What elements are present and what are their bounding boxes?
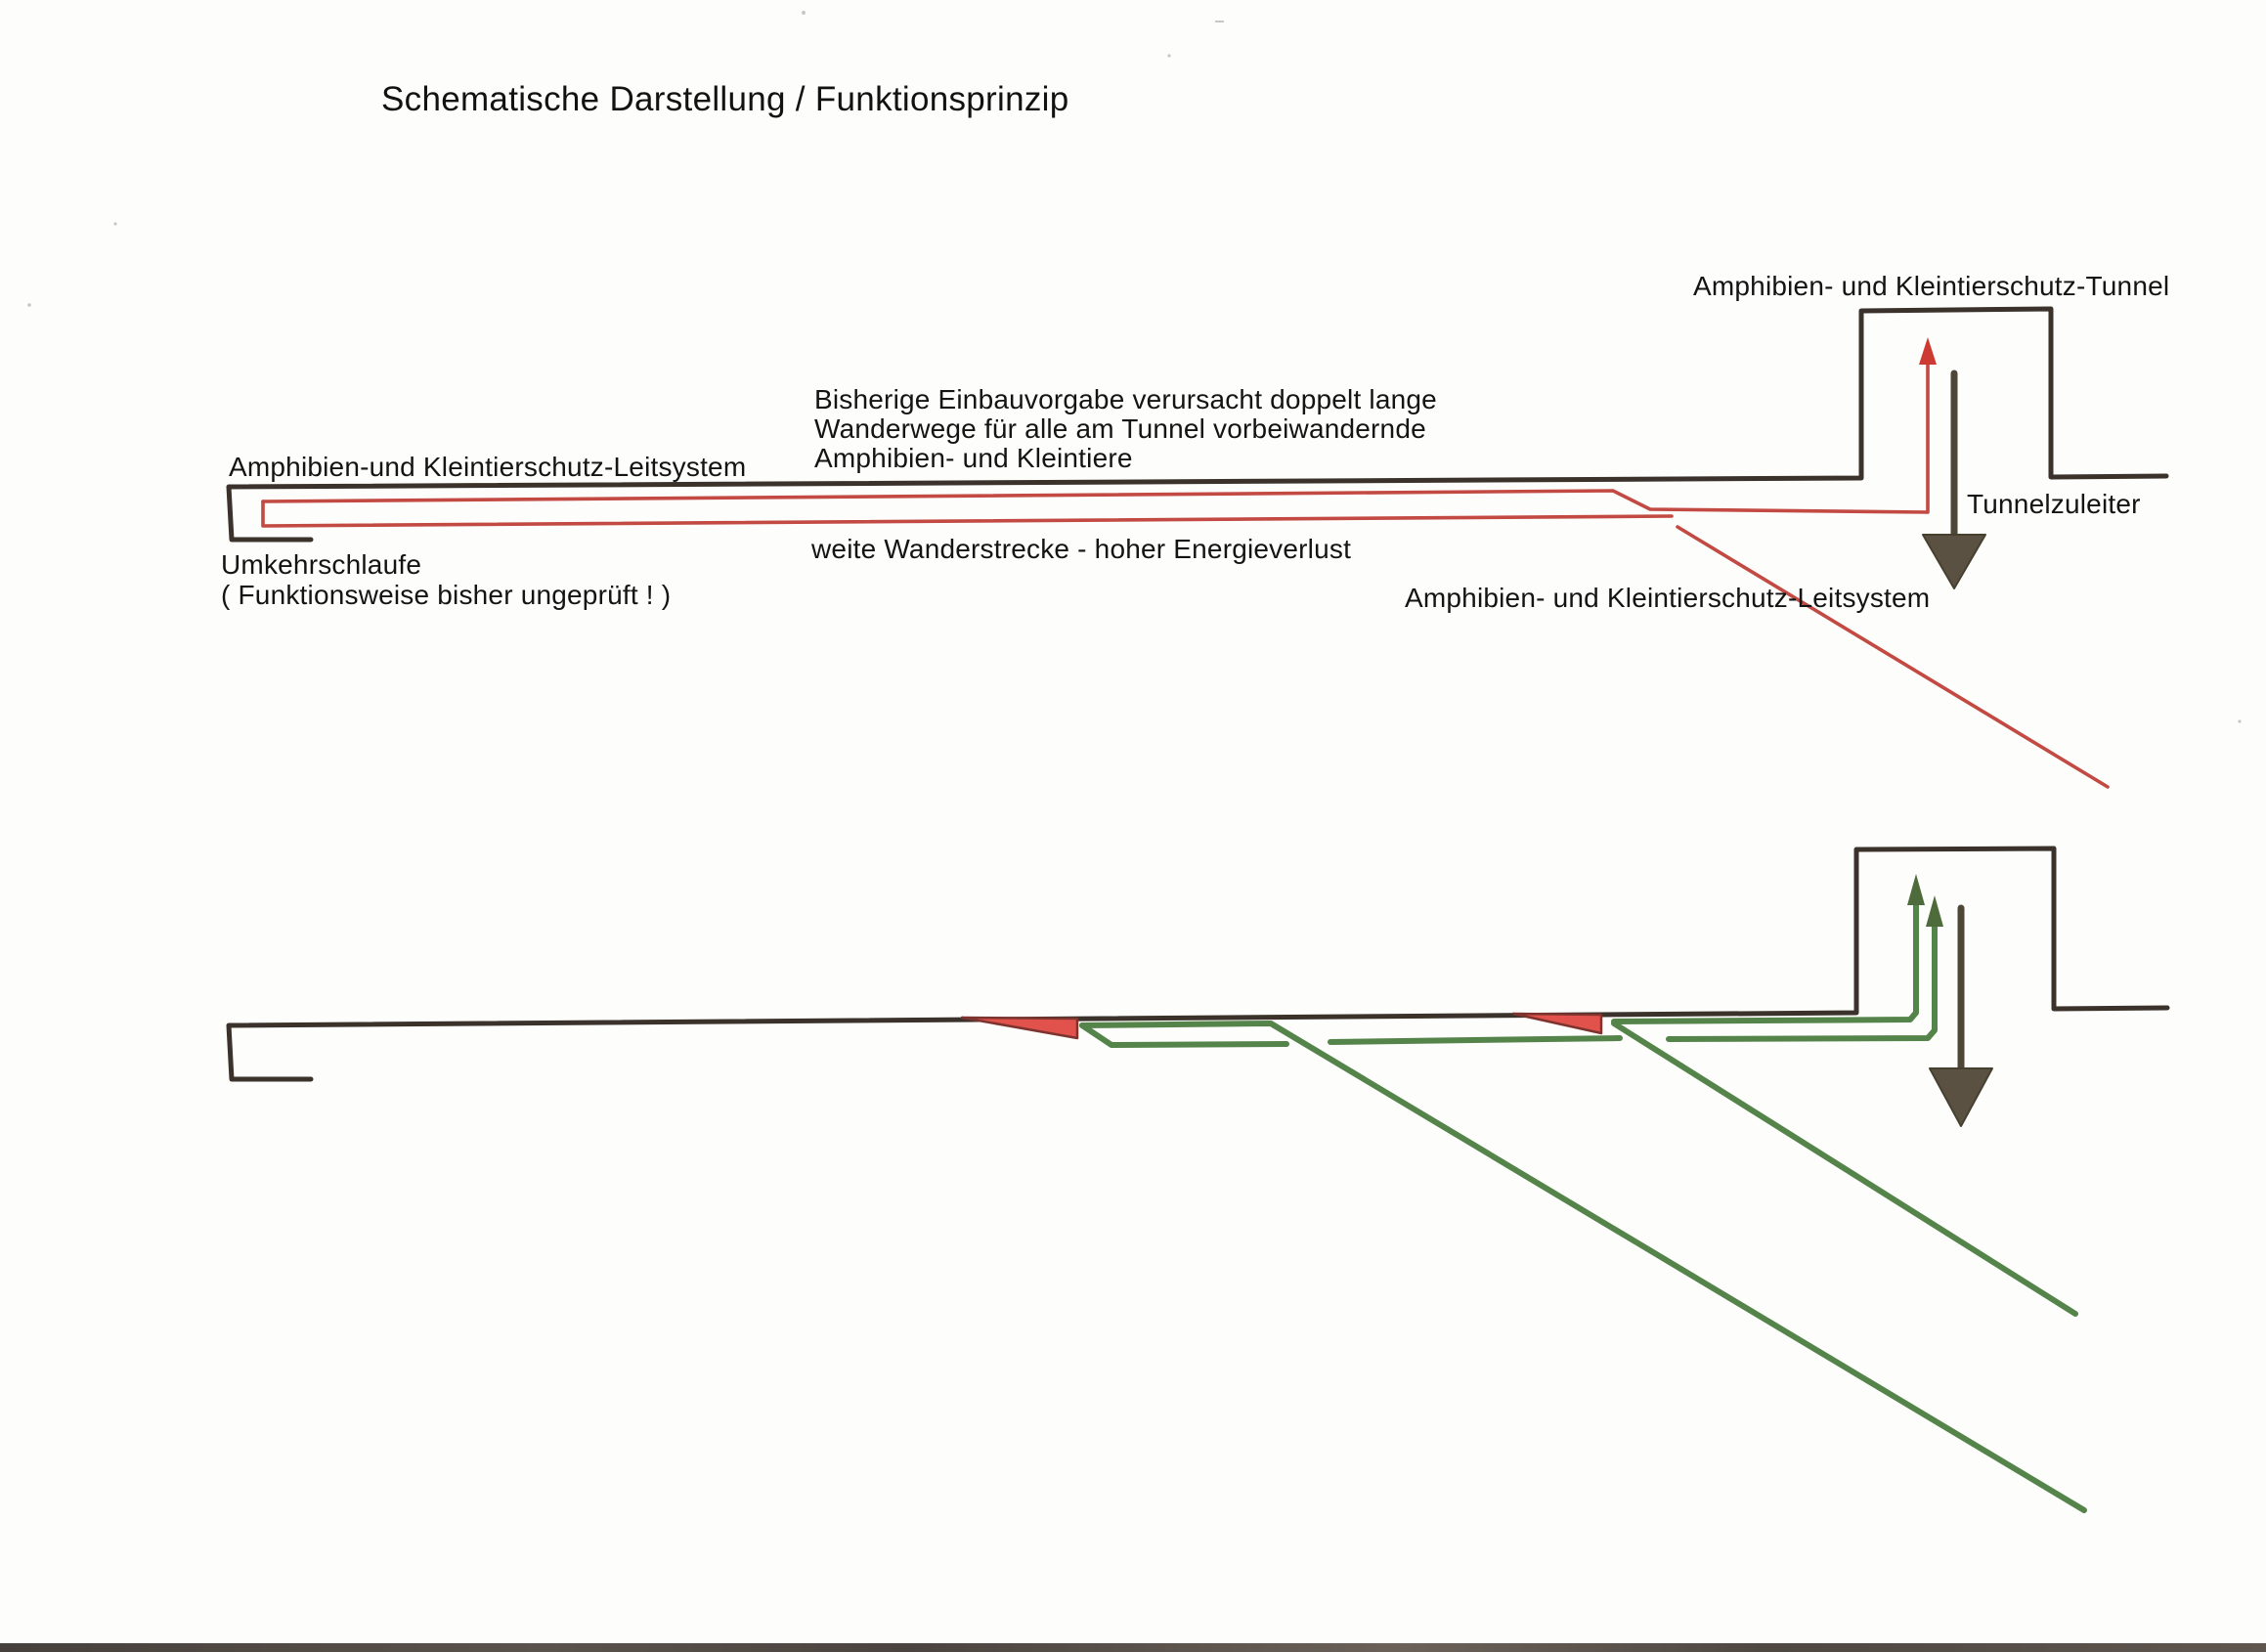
tunnelzuleiter-label: Tunnelzuleiter [1967,489,2141,519]
scan-speck [1215,21,1224,22]
red-up-arrow-icon [1919,337,1937,365]
green-guide-segment-1 [1079,1021,2087,1513]
green-guide-diagonal [1611,1021,2078,1317]
scan-speck [27,303,31,307]
page-title: Schematische Darstellung / Funktionsprin… [381,80,1069,118]
einbauvorgabe-note: Bisherige Einbauvorgabe verursacht doppe… [814,384,1437,473]
scanner-edge-bar [0,1643,2266,1652]
red-wedge-left [960,1016,1079,1040]
green-guide-segment-4 [1611,900,1919,1024]
scan-speck [802,11,806,15]
scan-speck [113,222,117,226]
bottom-wall-line [226,846,2170,1082]
green-guide-segment-5 [1666,922,1938,1042]
bottom-tunnelzuleiter-arrow-icon [1929,904,1993,1127]
green-guide-segment-2 [1079,1022,1289,1048]
tunnel-label: Amphibien- und Kleintierschutz-Tunnel [1693,271,2170,301]
leitsystem-label-right: Amphibien- und Kleintierschutz-Leitsyste… [1405,583,1931,613]
top-wall-line [226,306,2169,543]
wanderstrecke-note: weite Wanderstrecke - hoher Energieverlu… [811,534,1352,564]
bottom-diagram [226,846,2170,1513]
top-red-diagonal-line [1676,525,2110,789]
red-wedge-right [1511,1012,1603,1035]
scan-speck [2238,719,2242,723]
umkehrschlaufe-label: Umkehrschlaufe ( Funktionsweise bisher u… [221,549,672,610]
leitsystem-label-left: Amphibien-und Kleintierschutz-Leitsystem [229,452,747,482]
top-diagram [226,306,2169,789]
top-tunnelzuleiter-arrow-icon [1922,370,1986,589]
green-up-arrow-2-icon [1926,895,1943,927]
green-up-arrow-1-icon [1907,874,1925,905]
scan-speck [1167,54,1171,58]
top-red-guide-upper-path [261,358,1930,514]
top-red-guide-lower-path [261,500,1674,528]
green-guide-segment-3 [1328,1035,1623,1045]
